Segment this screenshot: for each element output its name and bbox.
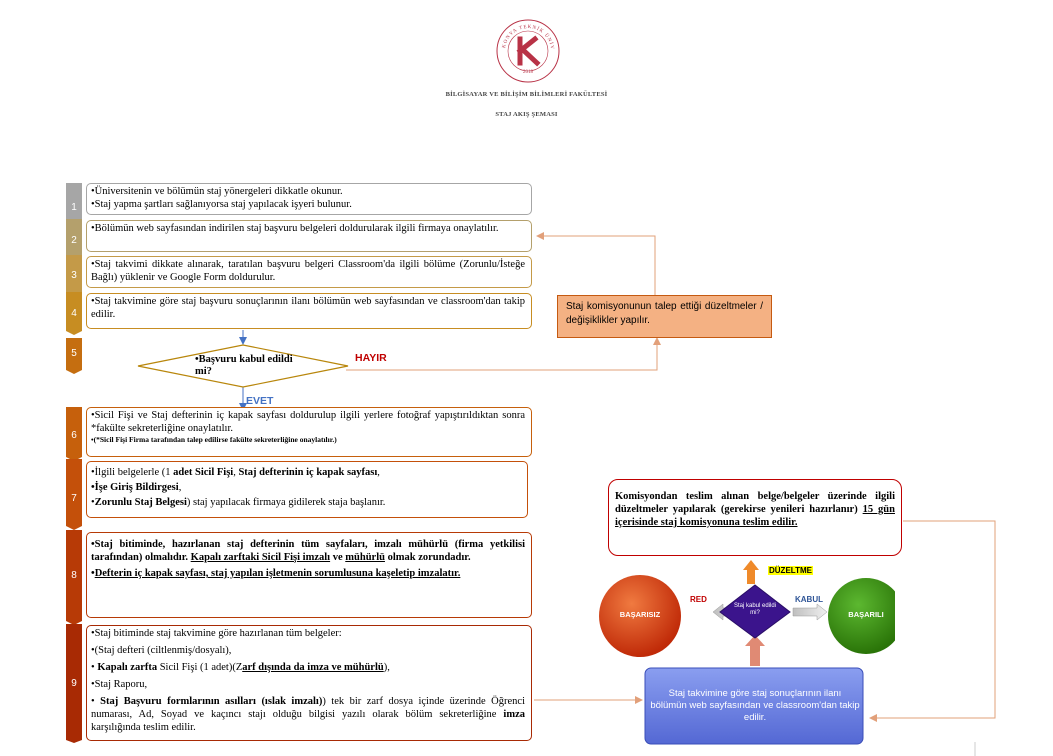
university-logo: KONYA TEKNİK ÜNİVERSİTESİ 2018 bbox=[495, 18, 560, 83]
yes-label: EVET bbox=[246, 395, 274, 407]
decision-text: •Başvuru kabul edildi mi? bbox=[195, 354, 293, 377]
arrow-hayir bbox=[346, 337, 661, 371]
step-box-2: •Bölümün web sayfasından indirilen staj … bbox=[86, 220, 532, 252]
step-tab-4 bbox=[66, 292, 82, 335]
results-text: Staj takvimine göre staj sonuçlarının il… bbox=[650, 688, 860, 723]
svg-text:2018: 2018 bbox=[523, 70, 534, 75]
step-box-8: •Staj bitiminde, hazırlanan staj defteri… bbox=[86, 532, 532, 618]
fix-label: DÜZELTME bbox=[768, 566, 813, 575]
step-number-5: 5 bbox=[71, 348, 77, 359]
success-circle bbox=[828, 578, 895, 654]
step-tab-7 bbox=[66, 459, 82, 530]
fix-arrow bbox=[743, 560, 759, 584]
step-box-3: •Staj takvimi dikkate alınarak, taratıla… bbox=[86, 256, 532, 288]
page-title: STAJ AKIŞ ŞEMASI bbox=[495, 111, 558, 118]
step-box-9: •Staj bitiminde staj takvimine göre hazı… bbox=[86, 625, 532, 741]
step-number-6: 6 bbox=[71, 430, 77, 441]
no-label: HAYIR bbox=[355, 352, 387, 364]
step-number-7: 7 bbox=[71, 493, 77, 504]
up-arrow bbox=[745, 635, 765, 666]
fail-label: BAŞARISIZ bbox=[619, 610, 661, 619]
step1-line1: •Üniversitenin ve bölümün staj yönergele… bbox=[91, 186, 343, 197]
step-number-4: 4 bbox=[71, 308, 77, 319]
fail-circle bbox=[599, 575, 681, 657]
red-label: RED bbox=[690, 595, 707, 604]
accept-arrow bbox=[792, 603, 828, 621]
arrow-loop bbox=[869, 520, 996, 722]
step-box-7: •İlgili belgelerle (1 adet Sicil Fişi, S… bbox=[86, 461, 528, 518]
step1-line2: •Staj yapma şartları sağlanıyorsa staj y… bbox=[91, 198, 352, 210]
step2-line1: •Bölümün web sayfasından indirilen staj … bbox=[91, 223, 499, 234]
faculty-name: BİLGİSAYAR VE BİLİŞİM BİLİMLERİ FAKÜLTES… bbox=[445, 91, 608, 98]
step-tab-9 bbox=[66, 624, 82, 743]
step-box-1: •Üniversitenin ve bölümün staj yönergele… bbox=[86, 183, 532, 215]
step-box-4: •Staj takvimine göre staj başvuru sonuçl… bbox=[86, 293, 532, 329]
step-number-1: 1 bbox=[71, 202, 77, 213]
step6-line1: •Sicil Fişi ve Staj defterinin iç kapak … bbox=[91, 410, 525, 434]
arrow-to-step2 bbox=[536, 232, 656, 295]
step6-note: •(*Sicil Fişi Firma tarafından talep edi… bbox=[91, 435, 337, 444]
result-diamond bbox=[719, 584, 791, 639]
step-box-6: •Sicil Fişi ve Staj defterinin iç kapak … bbox=[86, 407, 532, 457]
decision-diamond bbox=[137, 344, 349, 388]
step-tab-3 bbox=[66, 255, 82, 297]
result-question: Staj kabul edildi mi? bbox=[733, 603, 777, 616]
step-tab-5 bbox=[66, 338, 82, 374]
commission-box: Staj komisyonunun talep ettiği düzeltmel… bbox=[557, 295, 772, 338]
step-number-2: 2 bbox=[71, 235, 77, 246]
step-tab-8 bbox=[66, 530, 82, 625]
results-box bbox=[644, 667, 864, 745]
step-tab-2 bbox=[66, 219, 82, 259]
step-number-3: 3 bbox=[71, 270, 77, 281]
step-tab-1 bbox=[66, 183, 82, 225]
step-tabs bbox=[66, 183, 82, 743]
step-tab-6 bbox=[66, 407, 82, 461]
success-label: BAŞARILI bbox=[848, 610, 884, 619]
step4-line1: •Staj takvimine göre staj başvuru sonuçl… bbox=[91, 296, 525, 320]
step-number-8: 8 bbox=[71, 570, 77, 581]
result-diagram bbox=[599, 560, 895, 745]
step3-line1: •Staj takvimi dikkate alınarak, taratıla… bbox=[91, 259, 525, 283]
accept-label: KABUL bbox=[795, 595, 823, 604]
step-number-9: 9 bbox=[71, 678, 77, 689]
resubmit-box: Komisyondan teslim alınan belge/belgeler… bbox=[608, 479, 902, 556]
